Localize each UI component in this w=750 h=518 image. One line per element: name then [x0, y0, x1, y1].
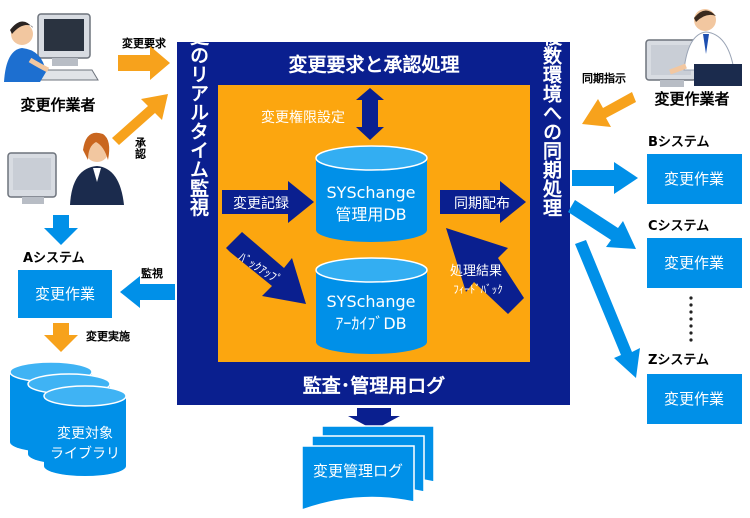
- system-c-task: 変更作業: [664, 254, 724, 272]
- system-c-box: [647, 238, 742, 288]
- library-line1: 変更対象: [57, 425, 113, 442]
- approver-to-a-arrow: [44, 215, 78, 245]
- right-bar-title: 複数環境への同期処理: [540, 26, 563, 217]
- to-z-arrow: [575, 240, 640, 378]
- sync-instruction-label: 同期指示: [582, 71, 626, 85]
- operator-left-label: 変更作業者: [20, 96, 95, 114]
- feedback-arrow: [446, 228, 524, 314]
- approver-icon: [7, 132, 124, 205]
- to-c-arrow: [568, 200, 636, 249]
- top-bar-title: 変更要求と承認処理: [288, 53, 459, 76]
- approval-label: 承認: [134, 136, 147, 159]
- change-record-arrow: [222, 181, 314, 223]
- monitor-label: 監視: [141, 266, 163, 280]
- sync-distribution-label: 同期配布: [454, 196, 510, 212]
- db-main-line1: SYSchange: [327, 183, 416, 202]
- change-record-label: 変更記録: [233, 195, 289, 212]
- system-z-task: 変更作業: [664, 390, 724, 408]
- request-label: 変更要求: [122, 36, 167, 50]
- operator-right-icon: [645, 9, 742, 87]
- db-archive-cylinder: SYSchange ｱｰｶｲﾌﾞDB: [315, 257, 428, 354]
- system-a-box: [18, 270, 112, 318]
- operator-left-icon: [4, 13, 99, 82]
- operator-right-label: 変更作業者: [654, 90, 729, 108]
- system-b-label: Bシステム: [648, 135, 710, 150]
- log-arrow: [348, 408, 400, 430]
- change-log-documents: [301, 425, 435, 512]
- db-archive-line2: ｱｰｶｲﾌﾞDB: [335, 314, 406, 333]
- to-b-arrow: [572, 162, 638, 194]
- db-main-line2: 管理用DB: [335, 205, 406, 224]
- library-line2: ライブラリ: [50, 445, 120, 462]
- system-b-box: [647, 154, 742, 204]
- sync-instruction-arrow: [582, 92, 636, 127]
- system-z-label: Zシステム: [648, 353, 709, 368]
- request-arrow: [118, 46, 170, 80]
- permission-setting-label: 変更権限設定: [261, 109, 345, 126]
- feedback-label-line2: ﾌｨｰﾄﾞﾊﾞｯｸ: [453, 283, 503, 296]
- system-b-task: 変更作業: [664, 170, 724, 188]
- sync-distribution-arrow: [440, 181, 526, 223]
- backup-arrow: [226, 232, 306, 304]
- library-cylinders: [9, 361, 127, 476]
- ellipsis-dots: [689, 296, 693, 342]
- system-a-task: 変更作業: [35, 285, 95, 303]
- change-exec-arrow: [44, 323, 78, 352]
- monitor-arrow: [120, 276, 175, 308]
- db-main-cylinder: SYSchange 管理用DB: [315, 145, 428, 242]
- db-archive-line1: SYSchange: [327, 292, 416, 311]
- system-a-label: Aシステム: [23, 251, 85, 266]
- approval-arrow: [112, 94, 168, 145]
- change-exec-label: 変更実施: [86, 329, 130, 343]
- change-log-label: 変更管理ログ: [313, 462, 403, 480]
- system-c-label: Cシステム: [648, 219, 709, 234]
- permission-double-arrow: [356, 88, 384, 140]
- left-bar-title: 変更のリアルタイム監視: [187, 6, 210, 217]
- bottom-bar-title: 監査･管理用ログ: [303, 374, 446, 397]
- feedback-label-line1: 処理結果: [450, 264, 502, 279]
- system-z-box: [647, 374, 742, 424]
